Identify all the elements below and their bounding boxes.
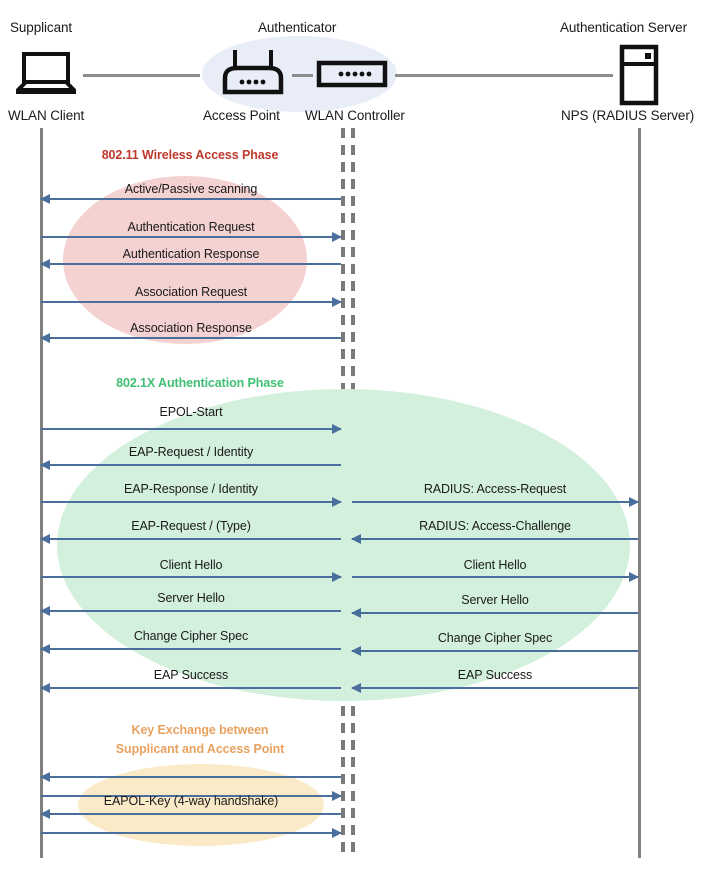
label-server-hello-right: Server Hello xyxy=(461,593,529,607)
phase-title-key-exchange: Key Exchange between Supplicant and Acce… xyxy=(115,723,285,756)
arrow-association-response xyxy=(40,333,341,343)
arrow-eap-success-right xyxy=(351,683,638,693)
node-caption-nps-server: NPS (RADIUS Server) xyxy=(561,108,695,123)
label-association-response: Association Response xyxy=(130,321,252,335)
arrow-client-hello-left xyxy=(41,572,342,582)
label-active-passive-scanning: Active/Passive scanning xyxy=(124,182,258,196)
switch-icon xyxy=(316,60,388,88)
arrow-eap-success-left xyxy=(40,683,341,693)
arrow-change-cipher-spec-right xyxy=(351,646,638,656)
label-eap-success-left: EAP Success xyxy=(153,668,229,682)
wire-client-to-ap xyxy=(83,74,200,77)
label-eap-request-type: EAP-Request / (Type) xyxy=(131,519,251,533)
label-change-cipher-spec-left: Change Cipher Spec xyxy=(133,629,249,643)
arrow-client-hello-right xyxy=(352,572,639,582)
label-epol-start: EPOL-Start xyxy=(159,405,223,419)
wire-ap-to-controller xyxy=(292,74,313,77)
arrow-server-hello-left xyxy=(40,606,341,616)
role-label-authenticator: Authenticator xyxy=(258,20,337,35)
role-label-supplicant: Supplicant xyxy=(10,20,73,35)
arrow-active-passive-scanning xyxy=(40,194,341,204)
arrow-key-exchange-1 xyxy=(40,772,341,782)
label-eap-success-right: EAP Success xyxy=(457,668,533,682)
label-eapol-key-handshake: EAPOL-Key (4-way handshake) xyxy=(103,794,279,808)
arrow-key-exchange-2 xyxy=(41,791,342,801)
arrow-association-request xyxy=(41,297,342,307)
lifeline-auth-server xyxy=(638,128,641,858)
phase-blob-wireless-access xyxy=(63,176,307,344)
label-authentication-response: Authentication Response xyxy=(122,247,260,261)
label-server-hello-left: Server Hello xyxy=(157,591,225,605)
label-association-request: Association Request xyxy=(134,285,248,299)
arrow-eap-response-identity xyxy=(41,497,342,507)
label-radius-access-request: RADIUS: Access-Request xyxy=(423,482,567,496)
label-client-hello-right: Client Hello xyxy=(463,558,527,572)
phase-title-wireless-access: 802.11 Wireless Access Phase xyxy=(101,148,279,162)
server-icon xyxy=(619,44,659,106)
arrow-epol-start xyxy=(41,424,342,434)
arrow-eap-request-type xyxy=(40,534,341,544)
node-caption-wlan-client: WLAN Client xyxy=(8,108,85,123)
wire-controller-to-server xyxy=(395,74,613,77)
phase-title-dot1x: 802.1X Authentication Phase xyxy=(116,376,284,390)
node-caption-wlan-controller: WLAN Controller xyxy=(305,108,405,123)
arrow-authentication-response xyxy=(40,259,341,269)
role-label-auth-server: Authentication Server xyxy=(560,20,687,35)
label-change-cipher-spec-right: Change Cipher Spec xyxy=(437,631,553,645)
label-eap-response-identity: EAP-Response / Identity xyxy=(124,482,258,496)
arrow-server-hello-right xyxy=(351,608,638,618)
laptop-icon xyxy=(16,52,76,94)
label-client-hello-left: Client Hello xyxy=(159,558,223,572)
lifeline-supplicant xyxy=(40,128,43,858)
arrow-key-exchange-4 xyxy=(41,828,342,838)
arrow-authentication-request xyxy=(41,232,342,242)
label-authentication-request: Authentication Request xyxy=(127,220,255,234)
node-caption-access-point: Access Point xyxy=(203,108,280,123)
label-radius-access-challenge: RADIUS: Access-Challenge xyxy=(419,519,571,533)
phase-blob-dot1x xyxy=(57,389,630,701)
arrow-key-exchange-3 xyxy=(40,809,341,819)
arrow-eap-request-identity xyxy=(40,460,341,470)
arrow-radius-access-challenge xyxy=(351,534,638,544)
arrow-change-cipher-spec-left xyxy=(40,644,341,654)
label-eap-request-identity: EAP-Request / Identity xyxy=(128,445,254,459)
arrow-radius-access-request xyxy=(352,497,639,507)
router-icon xyxy=(222,50,284,95)
